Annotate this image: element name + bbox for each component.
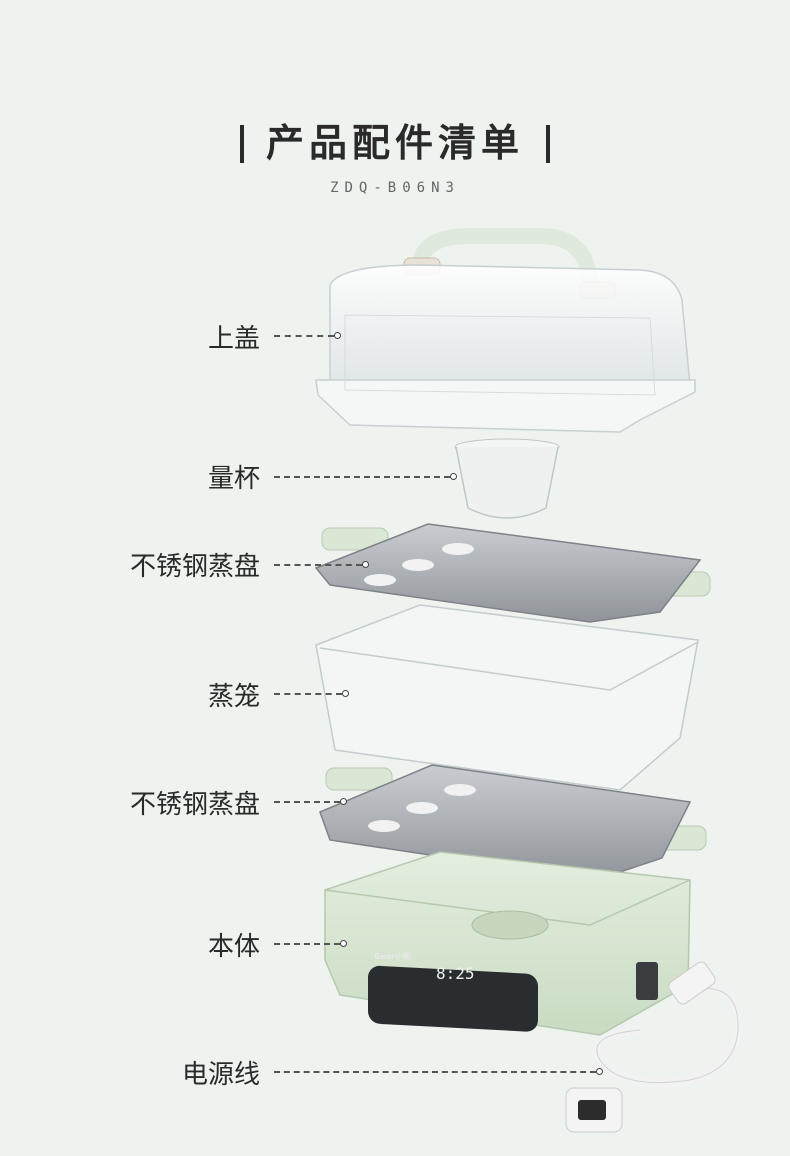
leader-dot-steamer-tray-2 — [340, 798, 347, 805]
model-number: ZDQ-B06N3 — [330, 180, 460, 196]
title-bar-left — [239, 125, 244, 163]
leader-line-power-cord — [274, 1071, 596, 1073]
leader-dot-main-body — [340, 940, 347, 947]
steamer-basket-shape — [315, 604, 699, 791]
leader-dot-steamer-basket — [342, 690, 349, 697]
title-bar-right — [546, 125, 550, 163]
leader-dot-power-cord — [596, 1068, 603, 1075]
part-label-measuring-cup: 量杯 — [207, 464, 260, 494]
leader-line-main-body — [274, 943, 340, 945]
leader-line-measuring-cup — [274, 476, 450, 478]
brand-logo: Bear小熊 — [374, 952, 411, 961]
measuring-cup-shape — [454, 438, 560, 519]
part-label-lid: 上盖 — [207, 324, 260, 354]
leader-line-steamer-tray-2 — [274, 801, 340, 803]
leader-dot-lid — [334, 332, 341, 339]
panel-display: 8:25 — [436, 964, 475, 983]
leader-line-lid — [274, 335, 334, 337]
leader-line-steamer-basket — [274, 693, 342, 695]
header: 产品配件清单 — [0, 112, 790, 167]
part-label-steamer-tray-1: 不锈钢蒸盘 — [129, 552, 260, 582]
leader-dot-steamer-tray-1 — [362, 561, 369, 568]
part-label-main-body: 本体 — [207, 932, 260, 962]
page-title: 产品配件清单 — [265, 121, 524, 165]
lid-shape — [315, 264, 696, 433]
main-body-shape — [324, 851, 691, 1036]
leader-dot-measuring-cup — [450, 473, 457, 480]
steamer-tray-1-shape — [314, 523, 711, 623]
part-label-steamer-tray-2: 不锈钢蒸盘 — [129, 790, 260, 820]
power-cord-shape — [565, 961, 743, 1133]
part-label-steamer-basket: 蒸笼 — [207, 682, 260, 712]
part-label-power-cord: 电源线 — [181, 1060, 260, 1090]
leader-line-steamer-tray-1 — [274, 564, 362, 566]
steamer-tray-2-shape — [319, 764, 707, 881]
